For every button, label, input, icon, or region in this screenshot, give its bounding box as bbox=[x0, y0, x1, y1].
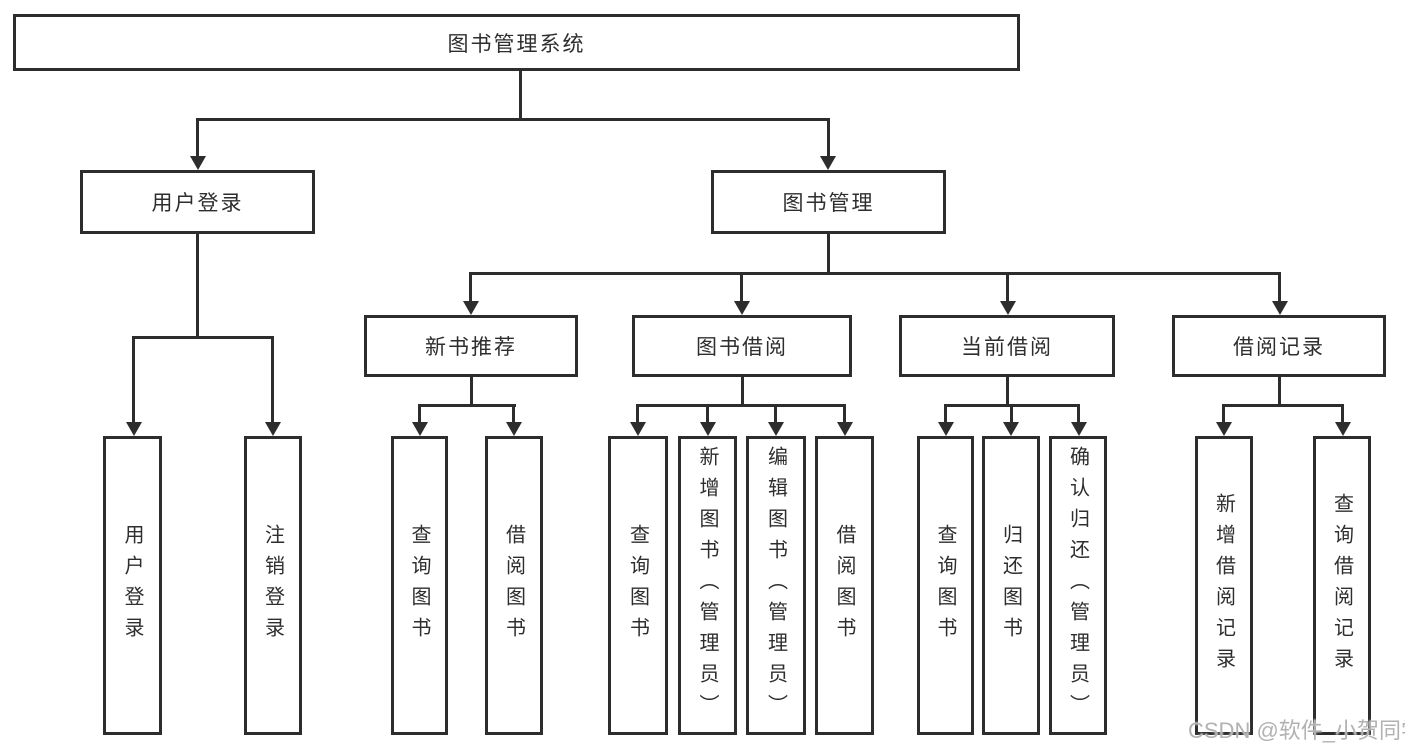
arrowhead bbox=[700, 422, 716, 436]
watermark: CSDN @软件_小贺同学 bbox=[1188, 718, 1405, 743]
connector-line bbox=[512, 404, 515, 424]
leaf-records-query-borrow-record: 查询借阅记录 bbox=[1313, 436, 1371, 735]
connector-line bbox=[196, 118, 199, 158]
leaf-current-return-books: 归还图书 bbox=[982, 436, 1040, 735]
node-user-login: 用户登录 bbox=[80, 170, 315, 234]
connector-line bbox=[469, 272, 472, 303]
node-borrowing-records: 借阅记录 bbox=[1172, 315, 1386, 377]
connector-line bbox=[740, 272, 743, 303]
connector-line bbox=[519, 70, 522, 120]
leaf-borrowing-borrow-books: 借阅图书 bbox=[815, 436, 874, 735]
connector-line bbox=[1010, 404, 1013, 424]
arrowhead bbox=[412, 422, 428, 436]
connector-line bbox=[1222, 404, 1344, 407]
node-new-book-recommendation: 新书推荐 bbox=[364, 315, 578, 377]
connector-line bbox=[418, 404, 421, 424]
connector-line bbox=[706, 404, 709, 424]
arrowhead bbox=[506, 422, 522, 436]
connector-line bbox=[1278, 272, 1281, 303]
connector-line bbox=[1341, 404, 1344, 424]
connector-line bbox=[636, 404, 639, 424]
connector-line bbox=[271, 336, 274, 422]
arrowhead bbox=[820, 156, 836, 170]
leaf-current-query-books: 查询图书 bbox=[917, 436, 974, 735]
connector-line bbox=[944, 404, 947, 424]
arrowhead bbox=[938, 422, 954, 436]
arrowhead bbox=[837, 422, 853, 436]
arrowhead bbox=[630, 422, 646, 436]
leaf-borrowing-edit-books-admin: 编辑图书（管理员） bbox=[746, 436, 806, 735]
connector-line bbox=[469, 272, 1281, 275]
arrowhead bbox=[463, 301, 479, 315]
connector-line bbox=[470, 377, 473, 406]
connector-line bbox=[1006, 272, 1009, 303]
node-book-borrowing: 图书借阅 bbox=[632, 315, 852, 377]
connector-line bbox=[741, 377, 744, 406]
arrowhead bbox=[265, 422, 281, 436]
connector-line bbox=[196, 118, 830, 121]
connector-line bbox=[1222, 404, 1225, 424]
arrowhead bbox=[1216, 422, 1232, 436]
connector-line bbox=[636, 404, 846, 407]
arrowhead bbox=[126, 422, 142, 436]
arrowhead bbox=[1335, 422, 1351, 436]
connector-line bbox=[132, 336, 135, 422]
connector-line bbox=[132, 336, 274, 339]
leaf-current-confirm-return-admin: 确认归还（管理员） bbox=[1049, 436, 1107, 735]
connector-line bbox=[1006, 377, 1009, 406]
node-current-borrowing: 当前借阅 bbox=[899, 315, 1115, 377]
connector-line bbox=[827, 234, 830, 274]
leaf-records-add-borrow-record: 新增借阅记录 bbox=[1195, 436, 1253, 735]
connector-line bbox=[774, 404, 777, 424]
arrowhead bbox=[1003, 422, 1019, 436]
arrowhead bbox=[1272, 301, 1288, 315]
connector-line bbox=[1077, 404, 1080, 424]
node-library-management-system: 图书管理系统 bbox=[13, 14, 1020, 71]
connector-line bbox=[418, 404, 516, 407]
leaf-user-login: 用户登录 bbox=[103, 436, 162, 735]
connector-line bbox=[827, 118, 830, 158]
leaf-recommend-query-books: 查询图书 bbox=[391, 436, 448, 735]
connector-line bbox=[1278, 377, 1281, 406]
connector-line bbox=[843, 404, 846, 424]
leaf-logout-login: 注销登录 bbox=[244, 436, 302, 735]
leaf-borrowing-add-books-admin: 新增图书（管理员） bbox=[678, 436, 737, 735]
arrowhead bbox=[190, 156, 206, 170]
node-book-management: 图书管理 bbox=[711, 170, 946, 234]
arrowhead bbox=[1071, 422, 1087, 436]
arrowhead bbox=[1000, 301, 1016, 315]
connector-line bbox=[196, 234, 199, 338]
leaf-recommend-borrow-books: 借阅图书 bbox=[485, 436, 543, 735]
leaf-borrowing-query-books: 查询图书 bbox=[608, 436, 668, 735]
arrowhead bbox=[768, 422, 784, 436]
arrowhead bbox=[734, 301, 750, 315]
